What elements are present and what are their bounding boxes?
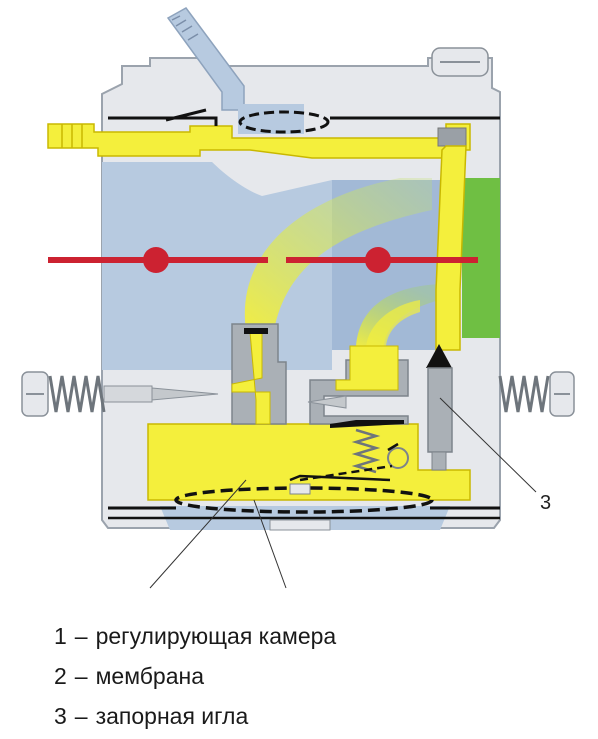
control-lever [330, 420, 404, 428]
choke-shaft-axle [143, 247, 169, 273]
lever-dashed-link [299, 464, 393, 482]
inlet-needle-tip [426, 344, 452, 368]
inlet-needle-stem [431, 451, 447, 471]
legend-dash: – [74, 663, 88, 689]
legend-text: мембрана [95, 663, 205, 689]
idle-jet-channel [335, 345, 399, 391]
fuel-spray-right-top [366, 300, 420, 346]
legend-dash: – [74, 703, 88, 729]
callout-line-3 [439, 397, 537, 493]
lever-arm [289, 442, 399, 482]
right-screw-spring [498, 375, 550, 413]
legend-number: 3 [54, 703, 67, 729]
legend: 1–регулирующая камера 2–мембрана 3–запор… [54, 616, 574, 736]
callout-line-2 [253, 499, 287, 589]
left-screw-needle [151, 387, 219, 401]
legend-item: 1–регулирующая камера [54, 616, 574, 656]
legend-item: 3–запорная игла [54, 696, 574, 736]
lever-pivot [387, 447, 409, 469]
carburetor-diagram: 1 2 3 [21, 7, 575, 600]
idle-needle [307, 395, 347, 409]
legend-text: запорная игла [95, 703, 249, 729]
fuel-channel-vertical [435, 145, 467, 351]
left-screw-spring [48, 375, 106, 413]
pump-flap [165, 108, 207, 122]
callout-1: 1 [136, 597, 147, 600]
pump-valve-block [437, 127, 467, 147]
callout-2: 2 [282, 597, 293, 600]
lever-spring [351, 428, 381, 474]
legend-dash: – [74, 623, 88, 649]
throttle-shaft-axle [365, 247, 391, 273]
legend-item: 2–мембрана [54, 656, 574, 696]
callout-line-1 [149, 479, 247, 589]
fuel-inlet-hatch [171, 15, 199, 41]
pump-chamber [47, 123, 471, 159]
inlet-needle [427, 367, 453, 453]
legend-number: 2 [54, 663, 67, 689]
inlet-nozzle-ribs [61, 124, 83, 148]
pump-membrane [238, 110, 330, 134]
legend-text: регулирующая камера [95, 623, 337, 649]
top-channel-blue [238, 104, 304, 134]
main-jet-cap [244, 328, 268, 334]
membrane-button [289, 483, 311, 495]
pump-membrane-line [108, 116, 500, 126]
bottom-plate-nub [269, 519, 331, 531]
callout-3: 3 [540, 492, 551, 514]
main-jet-channel [231, 331, 271, 425]
venturi-wall [210, 160, 332, 196]
left-screw-shaft [103, 385, 153, 403]
legend-number: 1 [54, 623, 67, 649]
fuel-spray-left [244, 178, 432, 330]
